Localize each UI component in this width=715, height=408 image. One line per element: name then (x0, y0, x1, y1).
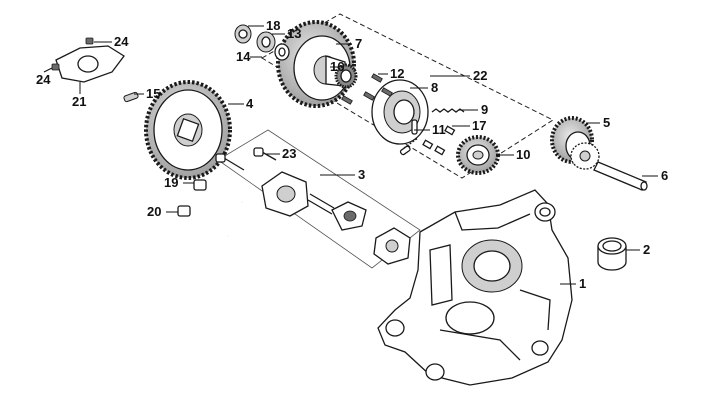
callout-17: 17 (472, 118, 486, 133)
shaft-part (593, 161, 648, 191)
oil-pump-part (261, 171, 411, 265)
callout-24-left: 24 (36, 72, 51, 87)
callout-7: 7 (355, 36, 362, 51)
crankcase-part (377, 189, 573, 386)
callout-14: 14 (236, 49, 251, 64)
callout-5: 5 (603, 115, 610, 130)
callout-23: 23 (282, 146, 296, 161)
large-gear-part (144, 80, 232, 180)
washer-parts (234, 24, 290, 61)
callout-10: 10 (516, 147, 530, 162)
leader-lines (43, 25, 658, 285)
callout-20: 20 (147, 204, 161, 219)
callout-6: 6 (661, 168, 668, 183)
callout-19: 19 (164, 175, 178, 190)
callout-2: 2 (643, 242, 650, 257)
gear-10-part (456, 135, 500, 175)
pin-15-part (123, 91, 139, 103)
pins-springs-parts (341, 73, 465, 156)
bracket-plate-part (51, 37, 125, 83)
callout-22: 22 (473, 68, 487, 83)
callout-8: 8 (431, 80, 438, 95)
callout-11: 11 (432, 122, 446, 137)
callout-4: 4 (246, 96, 254, 111)
callout-16: 16 (330, 59, 344, 74)
bushing-part (597, 237, 627, 271)
callout-24-top: 24 (114, 34, 129, 49)
bolt-parts (177, 147, 277, 238)
needle-bearing-part (334, 63, 358, 89)
subassembly-3-box (217, 129, 421, 269)
small-gear-part (550, 116, 600, 170)
callout-18: 18 (266, 18, 280, 33)
callout-9: 9 (481, 102, 488, 117)
callout-13: 13 (287, 26, 301, 41)
callout-12: 12 (390, 66, 404, 81)
callout-1: 1 (579, 276, 586, 291)
callout-15: 15 (146, 86, 160, 101)
clutch-part (371, 79, 429, 145)
callout-3: 3 (358, 167, 365, 182)
callout-21: 21 (72, 94, 86, 109)
